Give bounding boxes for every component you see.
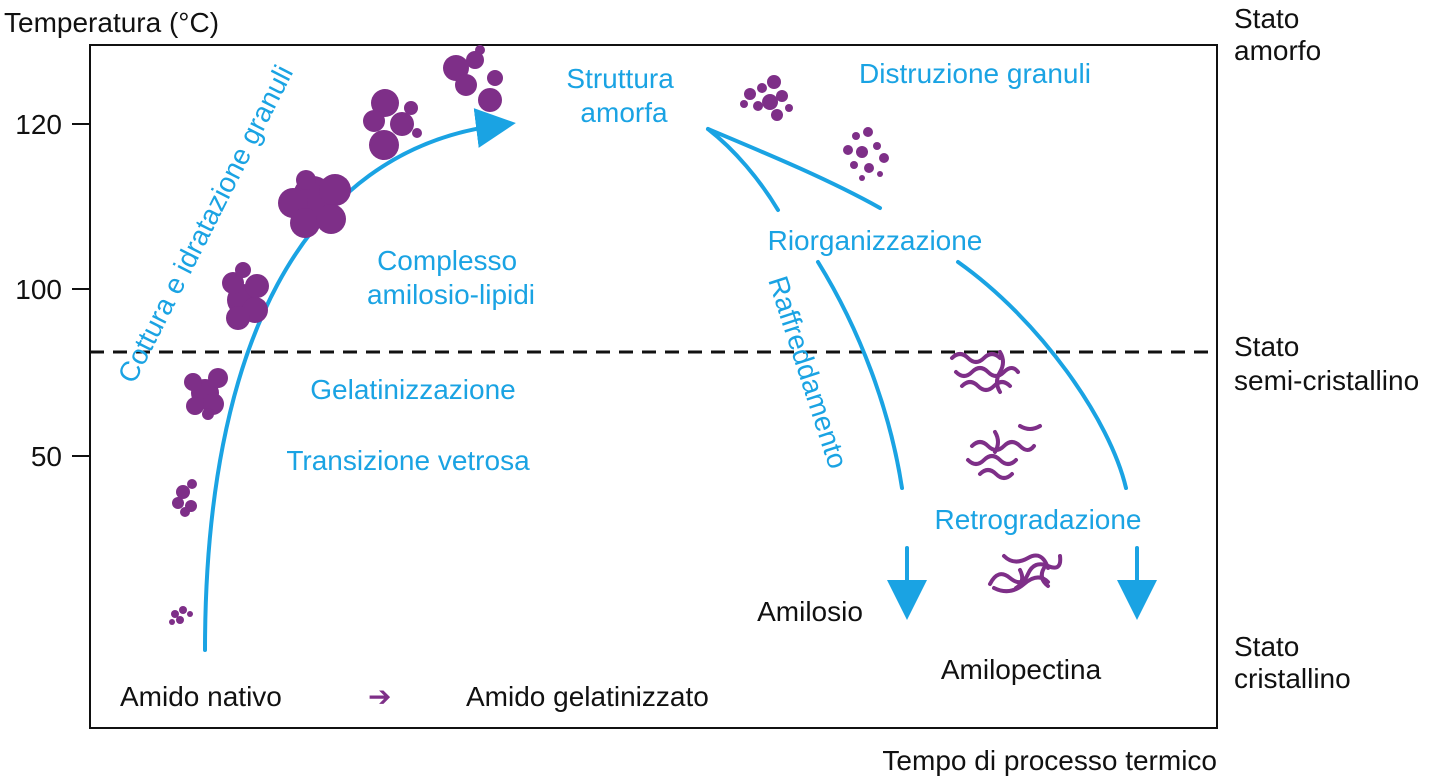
granule-small [172,479,197,517]
granule-cluster-4 [363,89,422,160]
granule-fragmented-2 [843,127,889,181]
y-axis-title: Temperatura (°C) [4,7,219,38]
label-amorphous-structure: Struttura amorfa [566,63,681,128]
legend-arrow-icon: ➔ [368,680,391,713]
label-reorganization: Riorganizzazione [768,225,983,256]
label-granule-destruction: Distruzione granuli [859,58,1091,89]
granule-tiny [169,606,193,625]
y-axis-ticks: 120 100 50 [15,109,90,472]
state-amorphous-line2: amorfo [1234,35,1321,66]
label-amylose-lipid-complex-line1: Complesso [377,245,517,276]
label-gelatinization: Gelatinizzazione [310,374,515,405]
label-amylose-lipid-complex-line2: amilosio-lipidi [367,279,535,310]
retrograded-network [988,553,1063,594]
label-retrogradation: Retrogradazione [934,504,1141,535]
state-crystalline: Stato cristallino [1234,631,1351,694]
legend-gelatinized-starch: Amido gelatinizzato [466,681,709,712]
label-glass-transition: Transizione vetrosa [286,445,530,476]
tick-label-120: 120 [15,109,62,140]
tick-label-50: 50 [31,441,62,472]
state-semi-crystalline: Stato semi-cristallino [1234,331,1419,396]
retrograded-strands-1 [950,350,1020,394]
x-axis-title: Tempo di processo termico [882,745,1217,776]
amylose-cooling-arrow [816,260,904,490]
state-amorphous-line1: Stato [1234,3,1299,34]
label-cooking-hydration: Cottura e idratazione granuli [112,60,299,387]
legend: Amido nativo ➔ Amido gelatinizzato [120,680,709,713]
legend-native-starch: Amido nativo [120,681,282,712]
tick-label-100: 100 [15,274,62,305]
state-crystalline-line1: Stato [1234,631,1299,662]
heating-curve-arrow [203,108,516,652]
retrograded-strands-2 [966,424,1042,480]
granule-cluster-1 [184,368,228,420]
state-amorphous: Stato amorfo [1234,3,1321,66]
plot-frame [89,44,1218,729]
granule-cluster-3 [278,170,351,238]
state-semi-crystalline-line1: Stato [1234,331,1299,362]
cooling-branch-upper [706,127,882,210]
label-amylose-lipid-complex: Complesso amilosio-lipidi [367,245,535,310]
cooling-branch-lower [706,127,780,212]
granule-fragmented-1 [740,75,793,121]
label-amylopectin: Amilopectina [941,654,1102,685]
state-crystalline-line2: cristallino [1234,663,1351,694]
label-amorphous-structure-line2: amorfa [580,97,668,128]
label-amylose: Amilosio [757,596,863,627]
granule-cluster-5 [443,45,503,112]
granule-cluster-2 [222,262,269,330]
label-amorphous-structure-line1: Struttura [566,63,674,94]
amylopectin-cooling-arrow [956,260,1128,490]
state-semi-crystalline-line2: semi-cristallino [1234,365,1419,396]
